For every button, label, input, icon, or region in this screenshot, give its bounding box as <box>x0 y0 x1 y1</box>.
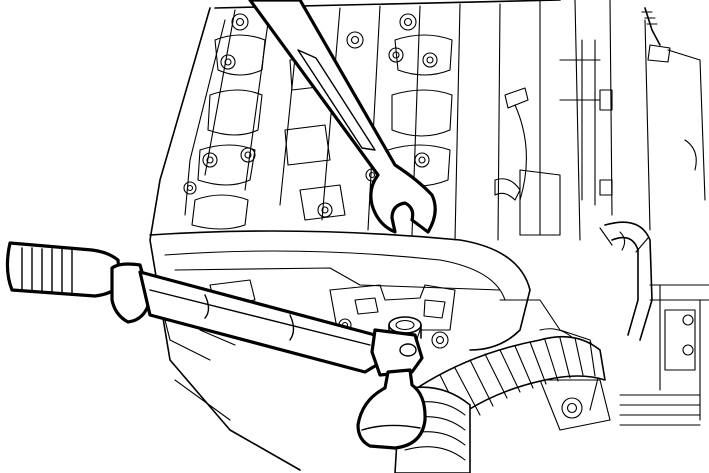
corrugated-hose-icon <box>394 335 606 473</box>
open-end-wrench-icon <box>248 0 437 234</box>
dipstick-tube-icon <box>641 7 706 201</box>
coolant-pipe-icon <box>599 221 709 426</box>
torque-wrench-icon <box>5 241 427 450</box>
